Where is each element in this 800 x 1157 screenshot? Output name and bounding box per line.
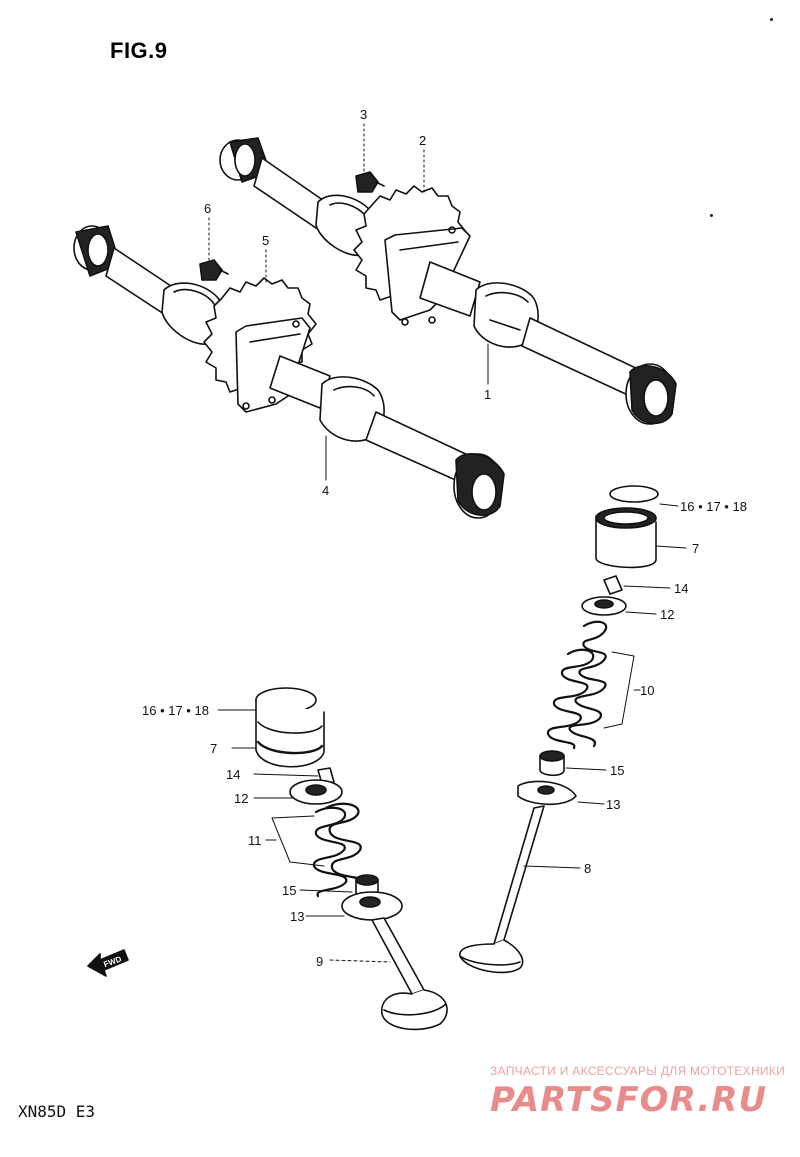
callout-9: 9 [316,954,324,969]
callout-13-left: 13 [290,909,305,924]
valve-assembly-right [459,485,659,974]
callout-7-right: 7 [692,541,700,556]
callout-15-left: 15 [282,883,297,898]
callout-15-right: 15 [610,763,625,778]
callout-7-left: 7 [210,741,218,756]
callout-12-left: 12 [234,791,249,806]
callout-1: 1 [484,387,492,402]
callout-10: 10 [640,683,655,698]
camshaft-lower [73,225,505,519]
callout-2: 2 [419,133,427,148]
model-code: XN85D E3 [18,1102,96,1121]
figure-title: FIG.9 [110,38,168,63]
fwd-arrow-icon: FWD [87,949,129,977]
callout-3: 3 [360,107,368,122]
callout-14-left: 14 [226,767,241,782]
callout-4: 4 [322,483,330,498]
watermark-tagline: ЗАПЧАСТИ И АКСЕССУАРЫ ДЛЯ МОТОТЕХНИКИ [490,1064,786,1078]
callout-11: 11 [248,833,262,848]
scan-speck [770,18,773,21]
valve-spring-right [546,620,608,750]
callout-14-right: 14 [674,581,689,596]
camshaft-upper [219,137,677,425]
callout-16-17-18-right: 16 • 17 • 18 [680,499,747,514]
valve-spring-left [312,802,368,898]
callout-6: 6 [204,201,212,216]
callout-5: 5 [262,233,270,248]
watermark-logo: PARTSFOR.RU [490,1080,768,1120]
callout-12-right: 12 [660,607,675,622]
callout-13-right: 13 [606,797,621,812]
callout-16-17-18-left: 16 • 17 • 18 [142,703,209,718]
scan-speck [710,214,713,217]
leader-lines [208,123,687,963]
bolt-3 [355,171,385,193]
valve-assembly-left [255,687,448,1031]
bolt-6 [199,259,229,281]
callout-8: 8 [584,861,592,876]
